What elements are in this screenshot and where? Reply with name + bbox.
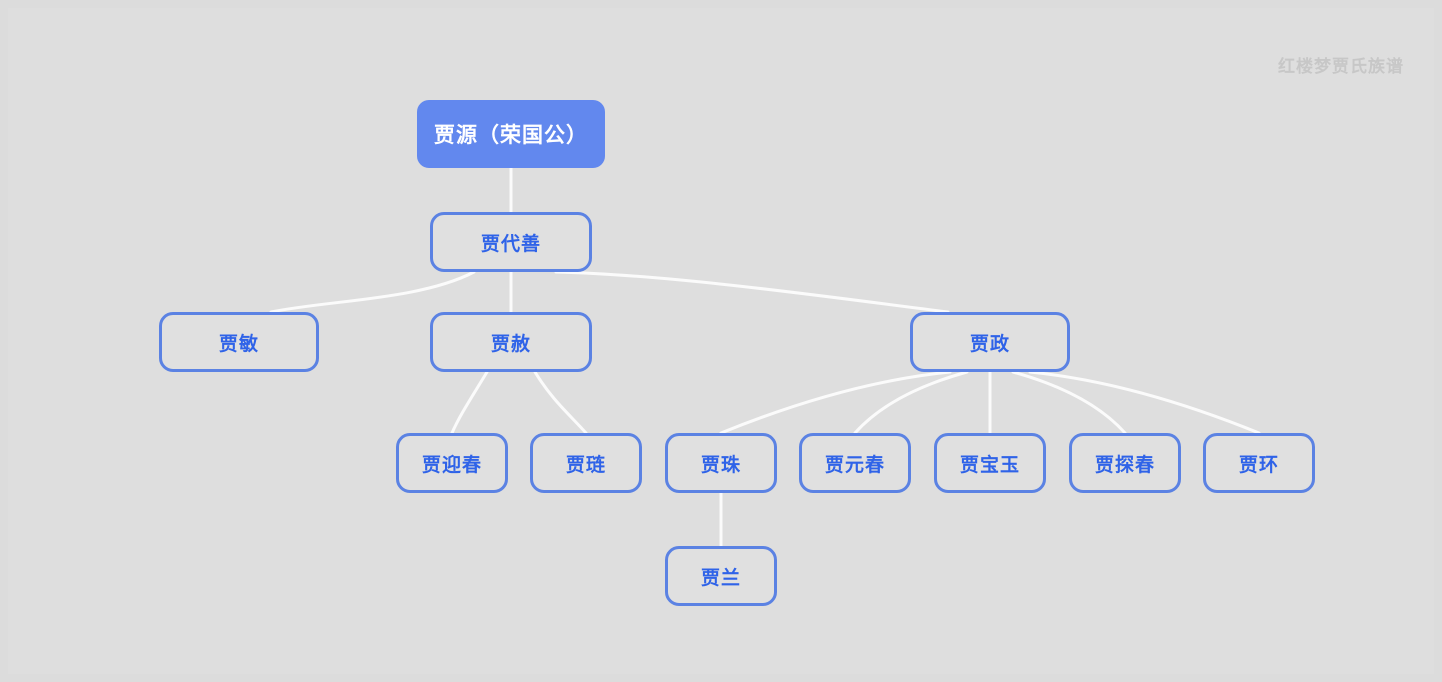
tree-node-n6[interactable]: 贾迎春 bbox=[396, 433, 508, 493]
tree-node-label: 贾代善 bbox=[480, 232, 541, 255]
tree-edge-n5-n11 bbox=[1011, 370, 1127, 435]
tree-node-label: 贾敏 bbox=[218, 332, 259, 355]
tree-edge-n5-n9 bbox=[853, 370, 969, 435]
tree-node-label: 贾政 bbox=[969, 332, 1010, 355]
tree-edge-n2-n5 bbox=[554, 270, 950, 314]
tree-node-n2[interactable]: 贾代善 bbox=[430, 212, 592, 272]
tree-node-n9[interactable]: 贾元春 bbox=[799, 433, 911, 493]
tree-node-n3[interactable]: 贾敏 bbox=[159, 312, 319, 372]
tree-node-n7[interactable]: 贾琏 bbox=[530, 433, 642, 493]
tree-node-n11[interactable]: 贾探春 bbox=[1069, 433, 1181, 493]
tree-node-label: 贾兰 bbox=[700, 566, 741, 589]
tree-node-label: 贾元春 bbox=[824, 453, 885, 476]
tree-node-n8[interactable]: 贾珠 bbox=[665, 433, 777, 493]
chart-title: 红楼梦贾氏族谱 bbox=[1278, 57, 1404, 77]
tree-node-n10[interactable]: 贾宝玉 bbox=[934, 433, 1046, 493]
tree-node-n4[interactable]: 贾赦 bbox=[430, 312, 592, 372]
tree-node-label: 贾环 bbox=[1238, 453, 1279, 476]
tree-node-n13[interactable]: 贾兰 bbox=[665, 546, 777, 606]
tree-node-label: 贾迎春 bbox=[421, 453, 482, 476]
tree-node-label: 贾珠 bbox=[700, 453, 741, 476]
tree-node-n12[interactable]: 贾环 bbox=[1203, 433, 1315, 493]
tree-edge-n2-n3 bbox=[269, 270, 476, 314]
tree-node-n5[interactable]: 贾政 bbox=[910, 312, 1070, 372]
tree-node-label: 贾探春 bbox=[1094, 453, 1155, 476]
tree-node-n1[interactable]: 贾源（荣国公） bbox=[417, 100, 605, 168]
tree-edge-n5-n12 bbox=[1028, 370, 1261, 435]
tree-node-label: 贾源（荣国公） bbox=[434, 123, 588, 147]
tree-edge-n5-n8 bbox=[719, 370, 952, 435]
tree-edge-n4-n6 bbox=[450, 370, 489, 435]
tree-node-label: 贾宝玉 bbox=[959, 453, 1020, 476]
tree-node-label: 贾琏 bbox=[565, 453, 606, 476]
tree-edge-n4-n7 bbox=[533, 370, 588, 435]
tree-node-label: 贾赦 bbox=[490, 332, 531, 355]
